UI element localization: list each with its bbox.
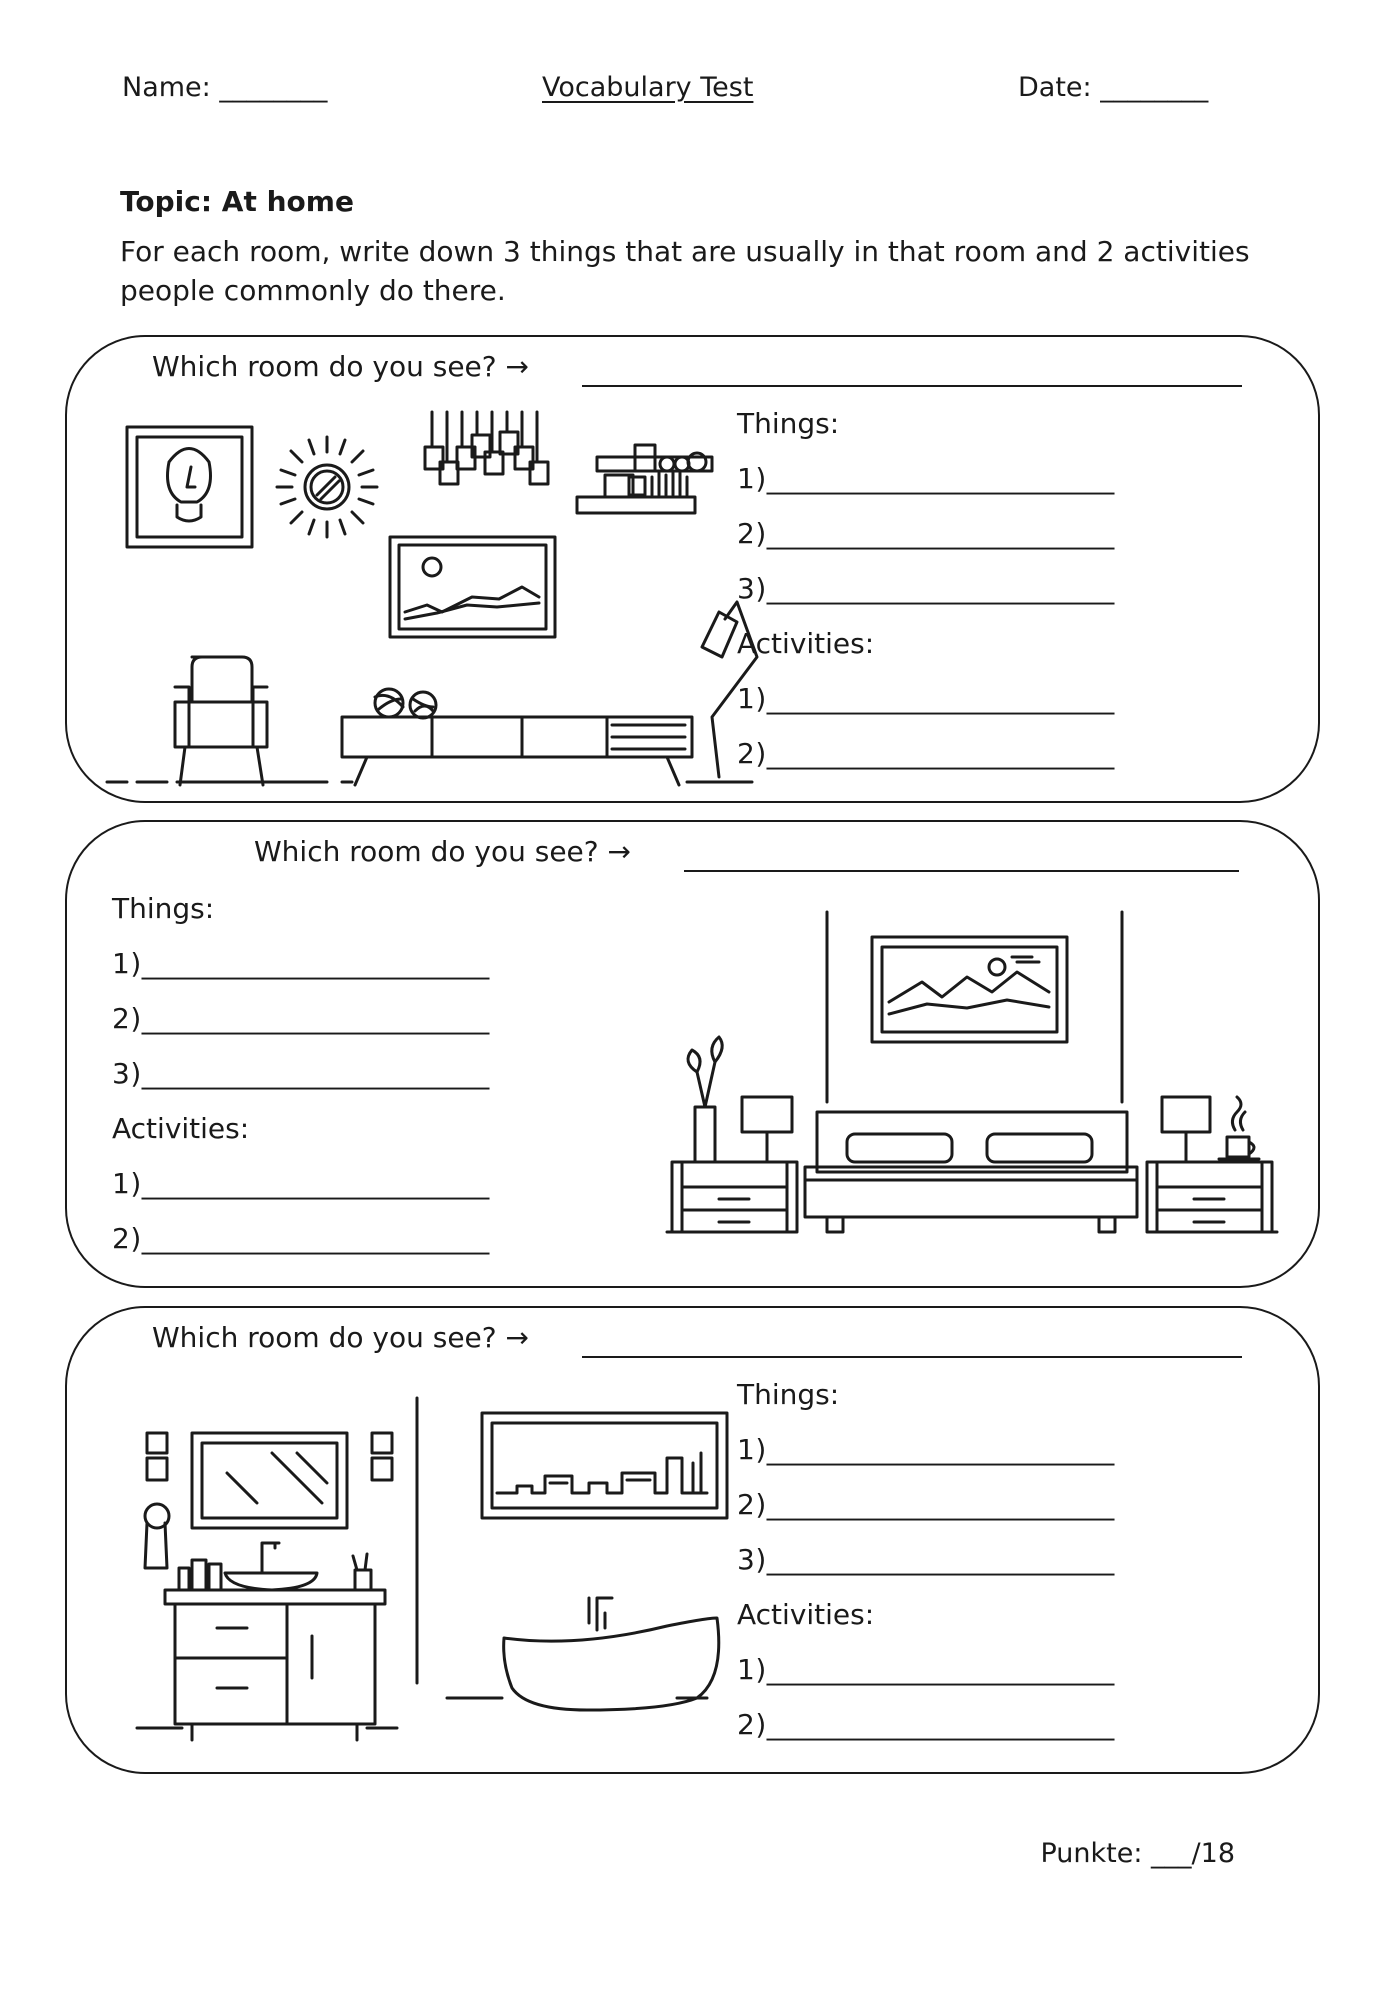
- room-answer-line-2[interactable]: [684, 870, 1239, 872]
- bedroom-icon: [665, 910, 1279, 1234]
- living-room-icon: [105, 410, 759, 787]
- thing-blank-1-1[interactable]: 1)________________________: [737, 462, 1115, 495]
- thing-blank-3-2[interactable]: 2)________________________: [737, 1488, 1115, 1521]
- activity-blank-2-1[interactable]: 1)________________________: [112, 1167, 490, 1200]
- activity-blank-1-2[interactable]: 2)________________________: [737, 737, 1115, 770]
- room-card-1: Which room do you see? →: [65, 335, 1320, 803]
- thing-blank-3-1[interactable]: 1)________________________: [737, 1433, 1115, 1466]
- things-label-2: Things:: [112, 892, 215, 925]
- score-label[interactable]: Punkte: ___/18: [1040, 1838, 1236, 1869]
- thing-blank-2-3[interactable]: 3)________________________: [112, 1057, 490, 1090]
- room-question-3: Which room do you see? →: [152, 1321, 530, 1354]
- things-label-1: Things:: [737, 407, 840, 440]
- activity-blank-3-1[interactable]: 1)________________________: [737, 1653, 1115, 1686]
- things-label-3: Things:: [737, 1378, 840, 1411]
- room-answer-line-1[interactable]: [582, 385, 1242, 387]
- activities-label-3: Activities:: [737, 1598, 875, 1631]
- thing-blank-2-1[interactable]: 1)________________________: [112, 947, 490, 980]
- activities-label-2: Activities:: [112, 1112, 250, 1145]
- activity-blank-1-1[interactable]: 1)________________________: [737, 682, 1115, 715]
- activity-blank-3-2[interactable]: 2)________________________: [737, 1708, 1115, 1741]
- name-field-label[interactable]: Name: ________: [122, 72, 328, 103]
- room-answer-line-3[interactable]: [582, 1356, 1242, 1358]
- date-field-label[interactable]: Date: ________: [1018, 72, 1209, 103]
- thing-blank-2-2[interactable]: 2)________________________: [112, 1002, 490, 1035]
- topic-heading: Topic: At home: [120, 185, 354, 218]
- thing-blank-1-3[interactable]: 3)________________________: [737, 572, 1115, 605]
- activities-label-1: Activities:: [737, 627, 875, 660]
- room-card-3: Which room do you see? →: [65, 1306, 1320, 1774]
- bathroom-icon: [135, 1396, 729, 1742]
- room-question-1: Which room do you see? →: [152, 350, 530, 383]
- room-question-2: Which room do you see? →: [254, 835, 632, 868]
- thing-blank-3-3[interactable]: 3)________________________: [737, 1543, 1115, 1576]
- room-card-2: Which room do you see? → Things: 1)_____…: [65, 820, 1320, 1288]
- activity-blank-2-2[interactable]: 2)________________________: [112, 1222, 490, 1255]
- page-title: Vocabulary Test: [542, 72, 754, 103]
- instructions-text: For each room, write down 3 things that …: [120, 235, 1250, 307]
- thing-blank-1-2[interactable]: 2)________________________: [737, 517, 1115, 550]
